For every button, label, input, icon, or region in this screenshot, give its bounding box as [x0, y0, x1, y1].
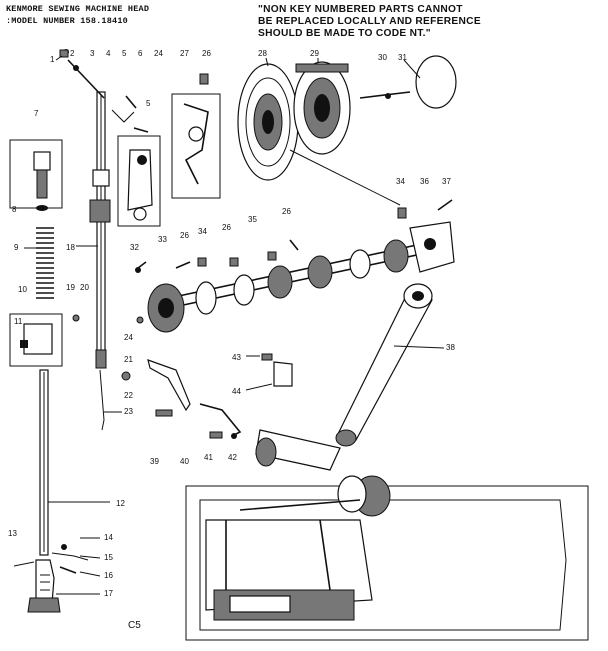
- callout-5a: 5: [122, 49, 127, 58]
- take-up-assembly: [111, 73, 221, 227]
- callout-34b: 34: [396, 177, 405, 186]
- callout-5b: 5: [146, 99, 151, 108]
- callout-labels: 1 2 3 4 5 5 6 24 27 26 28 29 30 31 7 8 9…: [8, 49, 455, 598]
- callout-36: 36: [420, 177, 429, 186]
- callout-7: 7: [34, 109, 39, 118]
- presser-bar-assembly: [9, 49, 89, 613]
- callout-29: 29: [310, 49, 319, 58]
- page-code: C5: [128, 620, 141, 631]
- callout-39: 39: [150, 457, 159, 466]
- callout-2: 2: [70, 49, 75, 58]
- callout-43: 43: [232, 353, 241, 362]
- model-title-line-2: :MODEL NUMBER 158.18410: [6, 16, 128, 26]
- callout-41: 41: [204, 453, 213, 462]
- levers: [147, 353, 293, 439]
- callout-3: 3: [90, 49, 95, 58]
- callout-14: 14: [104, 533, 113, 542]
- callout-28: 28: [258, 49, 267, 58]
- note-line-2: BE REPLACED LOCALLY AND REFERENCE: [258, 16, 481, 27]
- callout-34a: 34: [198, 227, 207, 236]
- callout-20: 20: [80, 283, 89, 292]
- note-line-1: "NON KEY NUMBERED PARTS CANNOT: [258, 4, 463, 15]
- callout-24a: 24: [154, 49, 163, 58]
- callout-26d: 26: [282, 207, 291, 216]
- callout-37: 37: [442, 177, 451, 186]
- model-title-line-1: KENMORE SEWING MACHINE HEAD: [6, 4, 150, 14]
- callout-11: 11: [14, 317, 23, 326]
- machine-head-inset: [185, 429, 589, 641]
- callout-27: 27: [180, 49, 189, 58]
- callout-13: 13: [8, 529, 17, 538]
- callout-4: 4: [106, 49, 111, 58]
- callout-8: 8: [12, 205, 17, 214]
- callout-12: 12: [116, 499, 125, 508]
- callout-10: 10: [18, 285, 27, 294]
- callout-32: 32: [130, 243, 139, 252]
- callout-33: 33: [158, 235, 167, 244]
- callout-40: 40: [180, 457, 189, 466]
- callout-18: 18: [66, 243, 75, 252]
- callout-21: 21: [124, 355, 133, 364]
- callout-17: 17: [104, 589, 113, 598]
- hand-wheel-assembly: [237, 55, 457, 206]
- leader-lines: [22, 55, 445, 595]
- callout-26c: 26: [222, 223, 231, 232]
- callout-38: 38: [446, 343, 455, 352]
- callout-6: 6: [138, 49, 143, 58]
- connecting-rod: [335, 283, 433, 447]
- callout-31: 31: [398, 53, 407, 62]
- callout-23: 23: [124, 407, 133, 416]
- callout-30: 30: [378, 53, 387, 62]
- callout-16: 16: [104, 571, 113, 580]
- callout-42: 42: [228, 453, 237, 462]
- callout-19: 19: [66, 283, 75, 292]
- callout-24b: 24: [124, 333, 133, 342]
- callout-26b: 26: [180, 231, 189, 240]
- callout-22: 22: [124, 391, 133, 400]
- callout-15: 15: [104, 553, 113, 562]
- callout-9: 9: [14, 243, 19, 252]
- note-line-3: SHOULD BE MADE TO CODE NT.": [258, 28, 431, 39]
- callout-1: 1: [50, 55, 55, 64]
- callout-35: 35: [248, 215, 257, 224]
- callout-26a: 26: [202, 49, 211, 58]
- arm-shaft-assembly: [135, 199, 455, 333]
- needle-bar-assembly: [67, 59, 131, 431]
- callout-44: 44: [232, 387, 241, 396]
